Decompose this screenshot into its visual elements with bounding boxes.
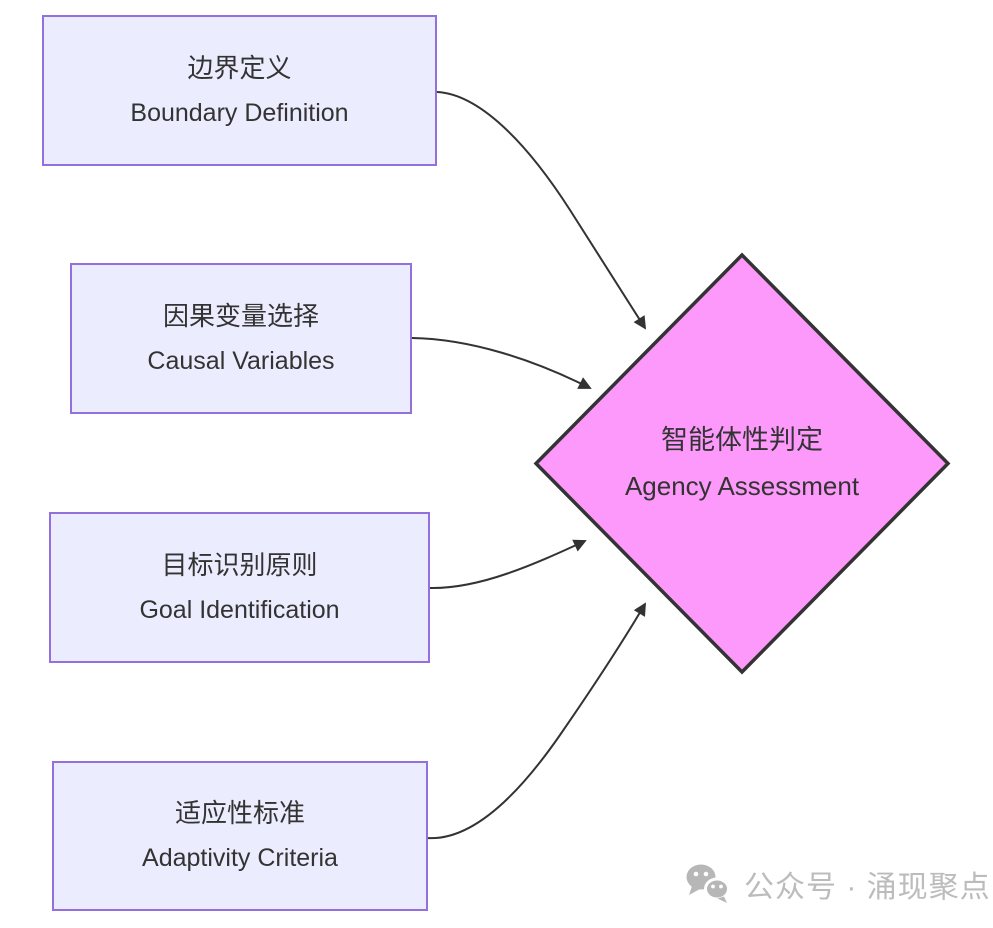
watermark-text: 公众号 · 涌现聚点 <box>744 871 991 904</box>
decision-label-en: Agency Assessment <box>624 470 860 501</box>
node-goal-label-en: Goal Identification <box>139 595 340 624</box>
node-adaptivity-criteria: 适应性标准 Adaptivity Criteria <box>52 761 428 911</box>
node-adaptivity-label-en: Adaptivity Criteria <box>142 844 338 873</box>
decision-diamond <box>533 252 951 675</box>
node-boundary-label-en: Boundary Definition <box>130 98 349 127</box>
edge-goal-to-decision <box>429 539 587 590</box>
node-causal-variables: 因果变量选择 Causal Variables <box>70 263 412 414</box>
node-goal-identification: 目标识别原则 Goal Identification <box>49 512 430 663</box>
node-causal-label-en: Causal Variables <box>147 346 335 375</box>
watermark: 公众号 · 涌现聚点 <box>684 862 991 906</box>
edge-boundary-to-decision <box>436 91 647 330</box>
node-adaptivity-label-zh: 适应性标准 <box>174 798 305 829</box>
node-boundary-label-zh: 边界定义 <box>187 52 292 83</box>
edge-causal-to-decision <box>411 337 592 389</box>
edge-adaptivity-to-decision <box>426 602 646 840</box>
decision-label-zh: 智能体性判定 <box>661 424 823 455</box>
node-causal-label-zh: 因果变量选择 <box>162 300 319 331</box>
decision-agency-assessment: 智能体性判定 Agency Assessment <box>592 408 892 518</box>
node-goal-label-zh: 目标识别原则 <box>161 549 318 580</box>
node-boundary-definition: 边界定义 Boundary Definition <box>42 15 437 166</box>
wechat-icon <box>686 864 730 903</box>
